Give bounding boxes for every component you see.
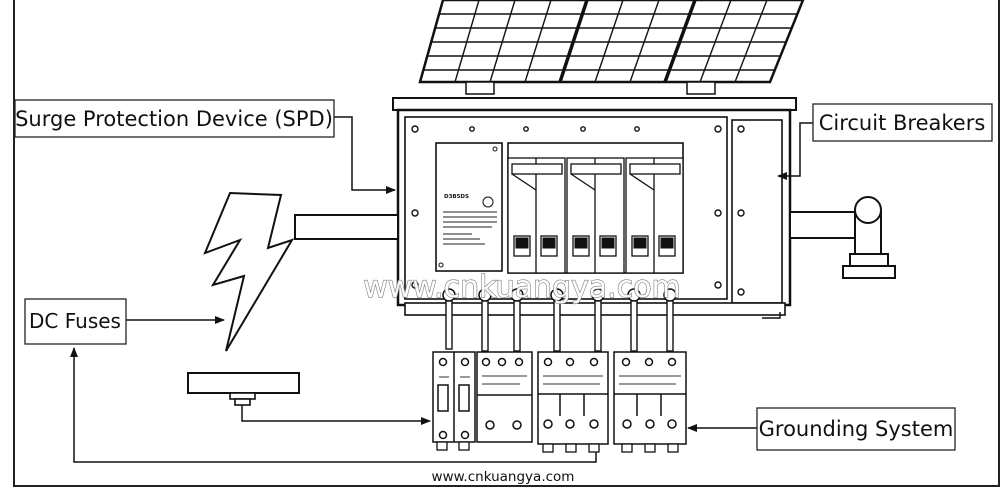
label-circuit-breakers-text: Circuit Breakers	[819, 111, 986, 135]
spd-leader	[334, 116, 396, 194]
lower-breaker-1	[537, 351, 609, 445]
label-grounding-system-text: Grounding System	[759, 417, 954, 441]
lightning-bolt-icon	[203, 191, 295, 352]
footer-url: www.cnkuangya.com	[432, 469, 575, 485]
outer-frame	[13, 0, 1000, 487]
svg-text:D3B5DS: D3B5DS	[444, 194, 469, 200]
fuse-holders	[432, 351, 533, 443]
dc-fuses-return-leader	[70, 347, 597, 463]
label-spd: Surge Protection Device (SPD)	[14, 99, 335, 138]
ground-leader	[241, 405, 431, 425]
ground-plate	[187, 372, 300, 406]
circuit-breakers-leader	[777, 122, 813, 180]
label-spd-text: Surge Protection Device (SPD)	[15, 107, 333, 131]
label-dc-fuses: DC Fuses	[24, 298, 127, 345]
label-circuit-breakers: Circuit Breakers	[812, 103, 993, 142]
watermark: www.cnkuangya.com	[363, 270, 681, 305]
cables	[445, 300, 674, 352]
mounting-pipe-right	[789, 196, 896, 279]
enclosure: D3B5DS	[392, 97, 797, 319]
label-dc-fuses-text: DC Fuses	[29, 309, 121, 333]
mounting-pipe-left	[294, 214, 399, 240]
solar-panel	[418, 0, 805, 95]
label-grounding-system: Grounding System	[756, 407, 956, 451]
lower-breaker-2	[613, 351, 687, 445]
